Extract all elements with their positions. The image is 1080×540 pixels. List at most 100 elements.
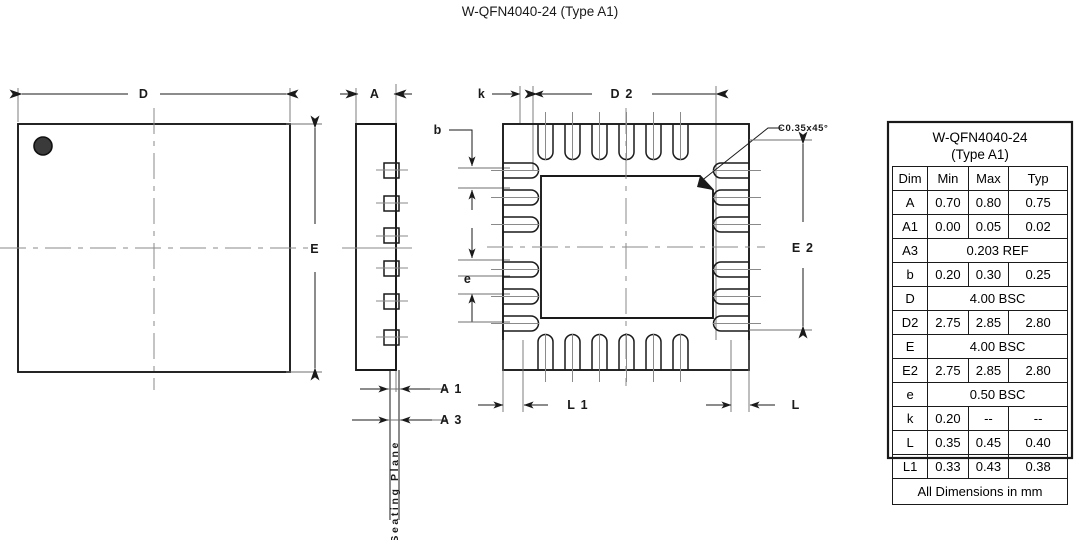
label-L: L xyxy=(792,398,801,412)
pin-one-indicator-dot xyxy=(33,136,53,156)
bottom-view-pads-bottom xyxy=(537,333,689,382)
dimension-A3: A 3 xyxy=(352,413,463,427)
table-cell-span-value: 4.00 BSC xyxy=(927,286,1068,311)
chamfer-arrow-head xyxy=(697,176,713,190)
table-cell-dim: k xyxy=(891,406,929,431)
table-cell-typ: 0.40 xyxy=(1008,430,1068,455)
dimension-D2: D 2 xyxy=(524,86,729,340)
table-cell-dim: b xyxy=(891,262,929,287)
side-view-body-outline xyxy=(355,123,397,371)
table-cell-dim: D2 xyxy=(891,310,929,335)
table-cell-typ: 2.80 xyxy=(1008,310,1068,335)
table-cell-max: 0.05 xyxy=(967,214,1010,239)
table-cell-max: 0.30 xyxy=(967,262,1010,287)
table-title: W-QFN4040-24 (Type A1) xyxy=(892,126,1068,163)
dimension-k: k xyxy=(478,86,560,170)
table-cell-dim: A3 xyxy=(891,238,929,263)
bottom-view: k D 2 xyxy=(478,86,828,412)
dimension-E2: E 2 xyxy=(749,131,814,339)
drawing-title: W-QFN4040-24 (Type A1) xyxy=(462,4,619,19)
dimension-L: L xyxy=(706,340,801,412)
chamfer-callout: C0.35x45° xyxy=(699,123,828,183)
table-cell-typ: -- xyxy=(1008,406,1068,431)
chamfer-note: C0.35x45° xyxy=(778,123,828,134)
table-cell-min: 0.00 xyxy=(927,214,969,239)
table-footer-row: All Dimensions in mm xyxy=(892,478,1068,505)
label-e: e xyxy=(464,272,472,286)
dimension-L1: L 1 xyxy=(478,340,588,412)
table-cell-typ: 0.75 xyxy=(1008,190,1068,215)
table-header-max: Max xyxy=(967,166,1010,191)
dimension-b-e-group: b e xyxy=(434,123,510,323)
label-E: E xyxy=(310,242,320,256)
table-cell-min: 0.20 xyxy=(927,406,969,431)
table-header-min: Min xyxy=(927,166,969,191)
table-cell-min: 2.75 xyxy=(927,310,969,335)
table-cell-min: 0.20 xyxy=(927,262,969,287)
label-k: k xyxy=(478,87,486,101)
bottom-view-pads-right xyxy=(712,162,761,332)
dimension-E: E xyxy=(286,115,322,381)
table-cell-span-value: 0.50 BSC xyxy=(927,382,1068,407)
table-title-line1: W-QFN4040-24 xyxy=(932,130,1028,145)
label-D2: D 2 xyxy=(610,87,633,101)
table-cell-dim: L xyxy=(891,430,929,455)
top-view: D E xyxy=(0,87,322,390)
dimension-A: A xyxy=(340,84,412,392)
table-cell-max: 2.85 xyxy=(967,358,1010,383)
table-title-line2: (Type A1) xyxy=(951,147,1009,162)
table-cell-dim: e xyxy=(891,382,929,407)
table-cell-max: 0.80 xyxy=(967,190,1010,215)
dimension-A1: A 1 xyxy=(360,382,463,396)
table-cell-min: 0.35 xyxy=(927,430,969,455)
label-E2: E 2 xyxy=(792,241,814,255)
bottom-view-pads-top xyxy=(537,112,689,161)
table-cell-max: -- xyxy=(967,406,1010,431)
label-D: D xyxy=(139,87,149,101)
table-header-dim: Dim xyxy=(891,166,929,191)
label-A: A xyxy=(370,87,380,101)
table-cell-max: 2.85 xyxy=(967,310,1010,335)
table-cell-typ: 0.38 xyxy=(1008,454,1068,479)
table-cell-min: 0.33 xyxy=(927,454,969,479)
table-cell-min: 0.70 xyxy=(927,190,969,215)
table-cell-dim: E2 xyxy=(891,358,929,383)
bottom-view-pads-left xyxy=(491,162,540,332)
table-cell-dim: A xyxy=(891,190,929,215)
table-cell-max: 0.45 xyxy=(967,430,1010,455)
label-b: b xyxy=(434,123,443,137)
label-L1: L 1 xyxy=(567,398,588,412)
label-A3: A 3 xyxy=(440,413,463,427)
table-cell-typ: 2.80 xyxy=(1008,358,1068,383)
table-cell-min: 2.75 xyxy=(927,358,969,383)
table-cell-dim: D xyxy=(891,286,929,311)
table-cell-max: 0.43 xyxy=(967,454,1010,479)
table-cell-span-value: 0.203 REF xyxy=(927,238,1068,263)
side-view-terminals xyxy=(376,162,408,346)
table-header-typ: Typ xyxy=(1008,166,1068,191)
table-cell-dim: L1 xyxy=(891,454,929,479)
seating-plane-label: Seating Plane xyxy=(389,440,401,540)
table-cell-dim: A1 xyxy=(891,214,929,239)
table-cell-dim: E xyxy=(891,334,929,359)
exposed-thermal-pad xyxy=(540,175,714,319)
label-A1: A 1 xyxy=(440,382,463,396)
table-cell-typ: 0.25 xyxy=(1008,262,1068,287)
